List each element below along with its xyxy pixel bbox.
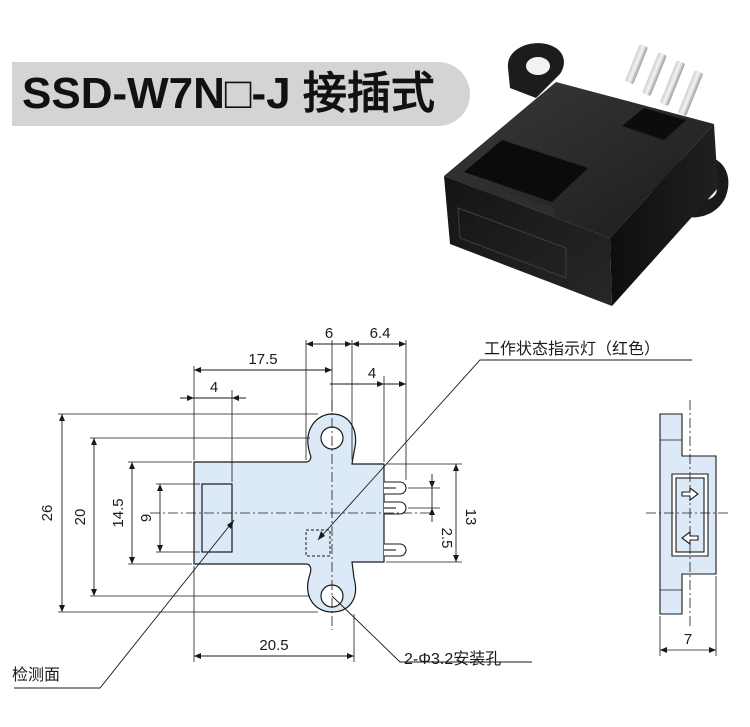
dim-2-5: 2.5 (438, 528, 455, 549)
dim-arrowheads (59, 341, 459, 659)
dim-6: 6 (325, 325, 333, 342)
dim-4-right: 4 (368, 365, 376, 382)
photo-detect-window (464, 140, 588, 202)
leader-mount-holes (331, 595, 532, 663)
leader-indicator (317, 359, 692, 541)
connector-pins (384, 481, 407, 557)
dim-6-4: 6.4 (370, 325, 391, 342)
photo-front-face (444, 176, 612, 306)
dim-9: 9 (138, 514, 155, 522)
leader-detect-face (14, 519, 235, 689)
dim-7: 7 (684, 631, 692, 648)
photo-side-face (610, 124, 718, 306)
title-banner (12, 62, 470, 126)
dim-20: 20 (72, 509, 89, 526)
dim-26: 26 (39, 505, 56, 522)
callout-detect-face: 检测面 (12, 666, 60, 684)
photo-indicator-window (622, 108, 686, 140)
side-view (646, 400, 730, 628)
dim-14-5: 14.5 (110, 498, 127, 527)
photo-pins (625, 44, 703, 116)
indicator-window (305, 529, 331, 557)
dim-13: 13 (462, 509, 479, 526)
product-photo (444, 43, 729, 306)
page-title: SSD-W7N□-J 接插式 (22, 69, 435, 118)
dim-17-5: 17.5 (248, 351, 277, 368)
callout-indicator: 工作状态指示灯（红色） (484, 340, 660, 358)
callout-mount-holes: 2-Φ3.2安装孔 (404, 650, 501, 668)
photo-top-ear (507, 43, 564, 98)
dim-20-5: 20.5 (259, 637, 288, 654)
dim-4-top: 4 (210, 379, 218, 396)
